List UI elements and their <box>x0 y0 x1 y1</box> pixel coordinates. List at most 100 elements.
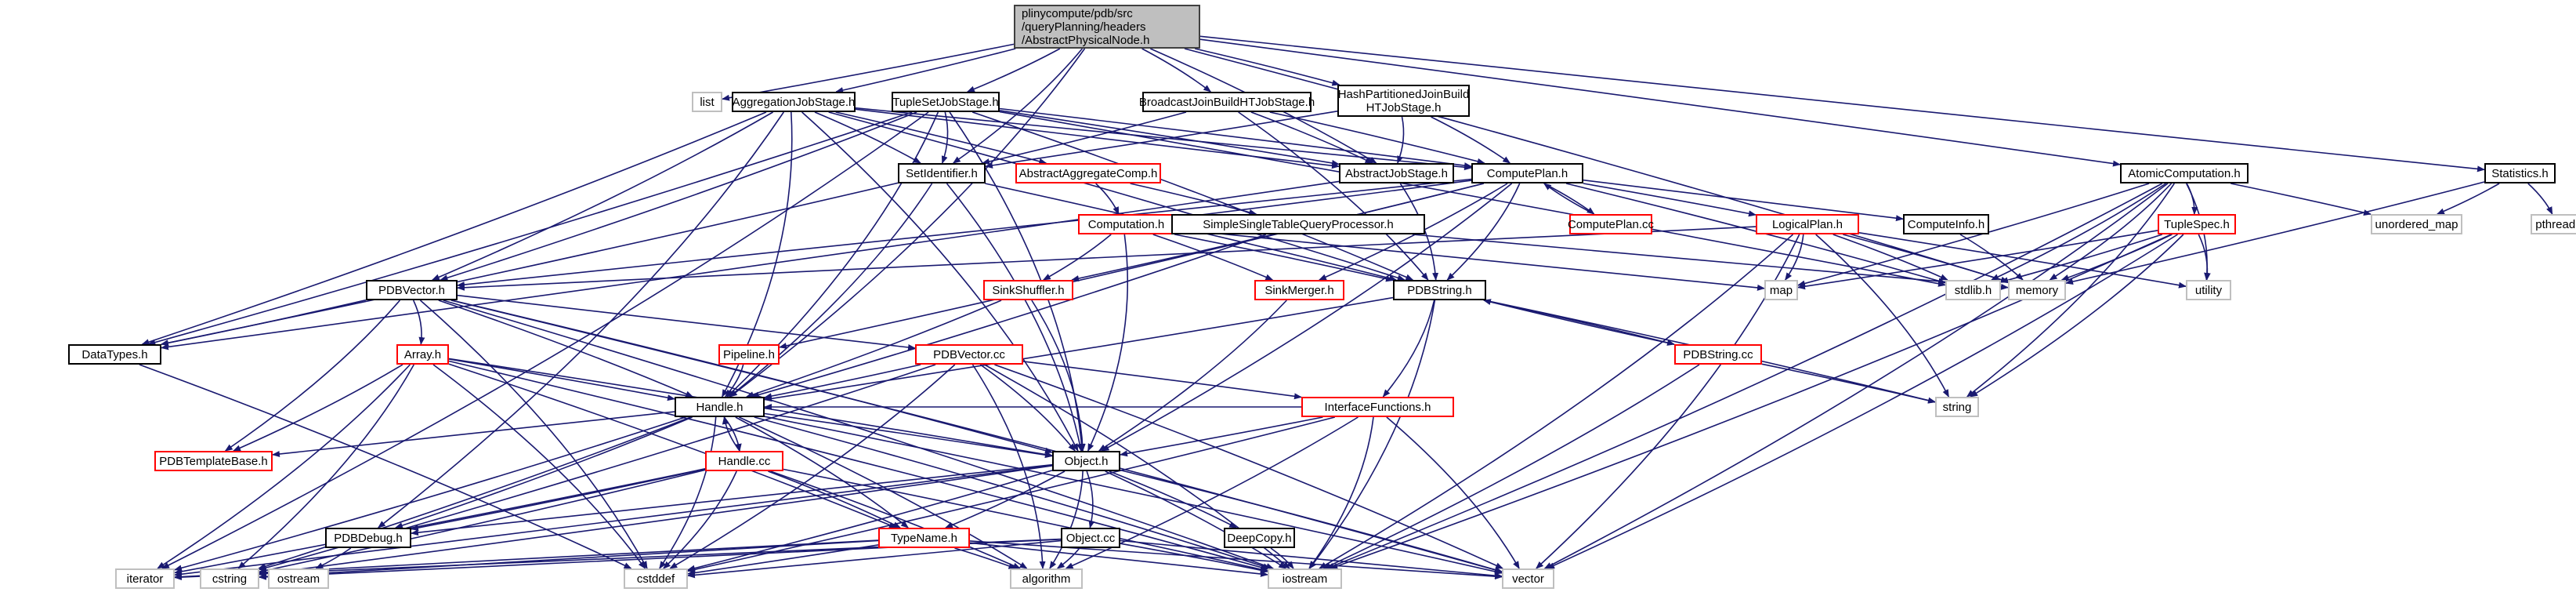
node-vector: vector <box>1502 568 1554 589</box>
edge-root-to-Handle <box>729 48 1086 398</box>
edge-BroadcastJoinBuildHTJobStage-to-SetIdentifier <box>982 111 1187 165</box>
node-pdbstring[interactable]: PDBString.h <box>1393 280 1486 300</box>
edge-AtomicComputation-to-stdlib <box>1991 183 2166 281</box>
edge-TupleSetJobStage-to-ComputePlan <box>999 107 1472 169</box>
node-compute-plan-cc[interactable]: ComputePlan.cc <box>1568 214 1654 234</box>
node-broadcast-join-build-htjob-stage[interactable]: BroadcastJoinBuildHTJobStage.h <box>1139 92 1315 112</box>
edge-SimpleSingleTableQueryProcessor-to-memory <box>1412 234 2009 290</box>
edge-TypeName-to-algorithm <box>954 547 1017 569</box>
node-abstract-job-stage[interactable]: AbstractJobStage.h <box>1339 163 1454 183</box>
edge-HandleCC-to-Handle <box>722 416 740 452</box>
edge-AbstractAggregateComp-to-SimpleSingleTableQueryProcessor <box>1130 183 1257 216</box>
edge-HandleCC-to-iterator <box>174 468 706 575</box>
edge-Handle-to-Object <box>764 412 1053 459</box>
edge-Object-to-ObjectCC <box>1086 470 1095 528</box>
edge-root-to-memory <box>1184 48 2009 283</box>
edge-BroadcastJoinBuildHTJobStage-to-ComputePlan <box>1269 111 1485 165</box>
node-stdlib: stdlib.h <box>1945 280 2001 300</box>
edge-InterfaceFunctions-to-vector <box>1386 416 1520 569</box>
node-unordered_map: unordered_map <box>2371 214 2462 234</box>
edge-PDBVectorCC-to-InterfaceFunctions <box>1022 361 1302 400</box>
edge-PDBVectorCC-to-vector <box>994 364 1504 569</box>
edge-root-to-list <box>722 43 1015 101</box>
edge-TupleSpec-to-map <box>1797 230 2158 290</box>
edge-InterfaceFunctions-to-iostream <box>1308 416 1374 569</box>
edge-root-to-BroadcastJoinBuildHTJobStage <box>1141 48 1212 93</box>
node-abstract-aggregate-comp[interactable]: AbstractAggregateComp.h <box>1015 163 1161 183</box>
edge-root-to-AggregationJobStage <box>835 48 1016 93</box>
edge-PDBVector-to-Object <box>451 300 1053 454</box>
edge-Handle-to-cstddef <box>659 416 717 569</box>
edge-HashPartitionedJoinBuildHTJobStage-to-AbstractJobStage <box>1397 116 1405 164</box>
node-statistics[interactable]: Statistics.h <box>2484 163 2556 183</box>
edge-PDBVector-to-vector <box>450 300 1503 573</box>
node-sink-merger[interactable]: SinkMerger.h <box>1254 280 1344 300</box>
edge-PDBString-to-Handle <box>764 296 1394 402</box>
edge-AtomicComputation-to-iostream <box>1326 183 2163 569</box>
node-algorithm: algorithm <box>1010 568 1083 589</box>
node-pdbtemplate-base[interactable]: PDBTemplateBase.h <box>154 451 273 471</box>
edge-AggregationJobStage-to-AbstractJobStage <box>855 108 1340 169</box>
node-pdbvector-cc[interactable]: PDBVector.cc <box>915 344 1023 365</box>
node-cstring: cstring <box>200 568 259 589</box>
edge-SetIdentifier-to-Handle <box>729 183 933 398</box>
node-root[interactable]: plinycompute/pdb/src /queryPlanning/head… <box>1014 5 1200 49</box>
edge-ObjectCC-to-iostream <box>1120 543 1268 574</box>
edge-PDBStringCC-to-iostream <box>1322 364 1700 569</box>
edge-PDBVectorCC-to-Handle <box>764 364 921 400</box>
edge-Array-to-iterator <box>157 364 411 569</box>
edge-TupleSpec-to-vector <box>1547 234 2178 569</box>
node-map: map <box>1764 280 1798 300</box>
node-hash-partitioned-join-build-htjob-stage[interactable]: HashPartitionedJoinBuild HTJobStage.h <box>1337 85 1470 117</box>
edge-DeepCopy-to-iostream <box>1270 547 1294 569</box>
node-simple-single-table-query-processor[interactable]: SimpleSingleTableQueryProcessor.h <box>1171 214 1425 234</box>
edge-ComputePlan-to-PDBString <box>1446 183 1521 281</box>
edge-BroadcastJoinBuildHTJobStage-to-AbstractJobStage <box>1250 111 1373 164</box>
node-logical-plan[interactable]: LogicalPlan.h <box>1756 214 1859 234</box>
node-tuple-spec[interactable]: TupleSpec.h <box>2158 214 2236 234</box>
node-compute-info[interactable]: ComputeInfo.h <box>1903 214 1989 234</box>
edge-Array-to-cstddef <box>432 364 646 569</box>
node-set-identifier[interactable]: SetIdentifier.h <box>898 163 986 183</box>
edge-TypeName-to-vector <box>969 540 1503 580</box>
node-sink-shuffler[interactable]: SinkShuffler.h <box>983 280 1073 300</box>
node-object-cc[interactable]: Object.cc <box>1061 528 1120 548</box>
edge-AggregationJobStage-to-DataTypes <box>141 111 767 345</box>
edge-SinkShuffler-to-Object <box>1031 300 1086 452</box>
node-handle[interactable]: Handle.h <box>675 397 765 417</box>
edge-AbstractJobStage-to-DataTypes <box>161 180 1340 350</box>
node-iterator: iterator <box>115 568 175 589</box>
node-iostream: iostream <box>1268 568 1342 589</box>
edge-root-to-TupleSetJobStage <box>966 48 1061 93</box>
edge-AggregationJobStage-to-SetIdentifier <box>814 111 921 164</box>
edge-LogicalPlan-to-memory <box>1843 234 2009 283</box>
node-interface-functions[interactable]: InterfaceFunctions.h <box>1301 397 1454 417</box>
node-pdbvector[interactable]: PDBVector.h <box>366 280 458 300</box>
node-compute-plan[interactable]: ComputePlan.h <box>1471 163 1583 183</box>
node-handle-cc[interactable]: Handle.cc <box>705 451 783 471</box>
node-computation[interactable]: Computation.h <box>1078 214 1174 234</box>
node-pipeline[interactable]: Pipeline.h <box>718 344 780 365</box>
node-utility: utility <box>2186 280 2231 300</box>
node-object[interactable]: Object.h <box>1052 451 1120 471</box>
node-aggregation-job-stage[interactable]: AggregationJobStage.h <box>732 92 856 112</box>
edge-Computation-to-SinkMerger <box>1152 234 1274 281</box>
node-pdbdebug[interactable]: PDBDebug.h <box>325 528 411 548</box>
edge-Array-to-cstring <box>237 364 414 569</box>
node-deep-copy[interactable]: DeepCopy.h <box>1224 528 1295 548</box>
edge-SinkMerger-to-Object <box>1098 300 1287 452</box>
node-tuple-set-job-stage[interactable]: TupleSetJobStage.h <box>892 92 1000 112</box>
edge-PDBString-to-InterfaceFunctions <box>1382 300 1435 398</box>
node-atomic-computation[interactable]: AtomicComputation.h <box>2120 163 2249 183</box>
edge-Handle-to-TypeName <box>735 416 909 528</box>
node-ostream: ostream <box>268 568 329 589</box>
node-pdbstring-cc[interactable]: PDBString.cc <box>1674 344 1762 365</box>
edge-LogicalPlan-to-stdlib <box>1833 234 1948 281</box>
edge-ComputePlan-to-ComputeInfo <box>1583 179 1904 222</box>
edge-Object-to-DeepCopy <box>1109 470 1238 528</box>
node-data-types[interactable]: DataTypes.h <box>68 344 161 365</box>
node-type-name[interactable]: TypeName.h <box>878 528 970 548</box>
node-array[interactable]: Array.h <box>396 344 449 365</box>
